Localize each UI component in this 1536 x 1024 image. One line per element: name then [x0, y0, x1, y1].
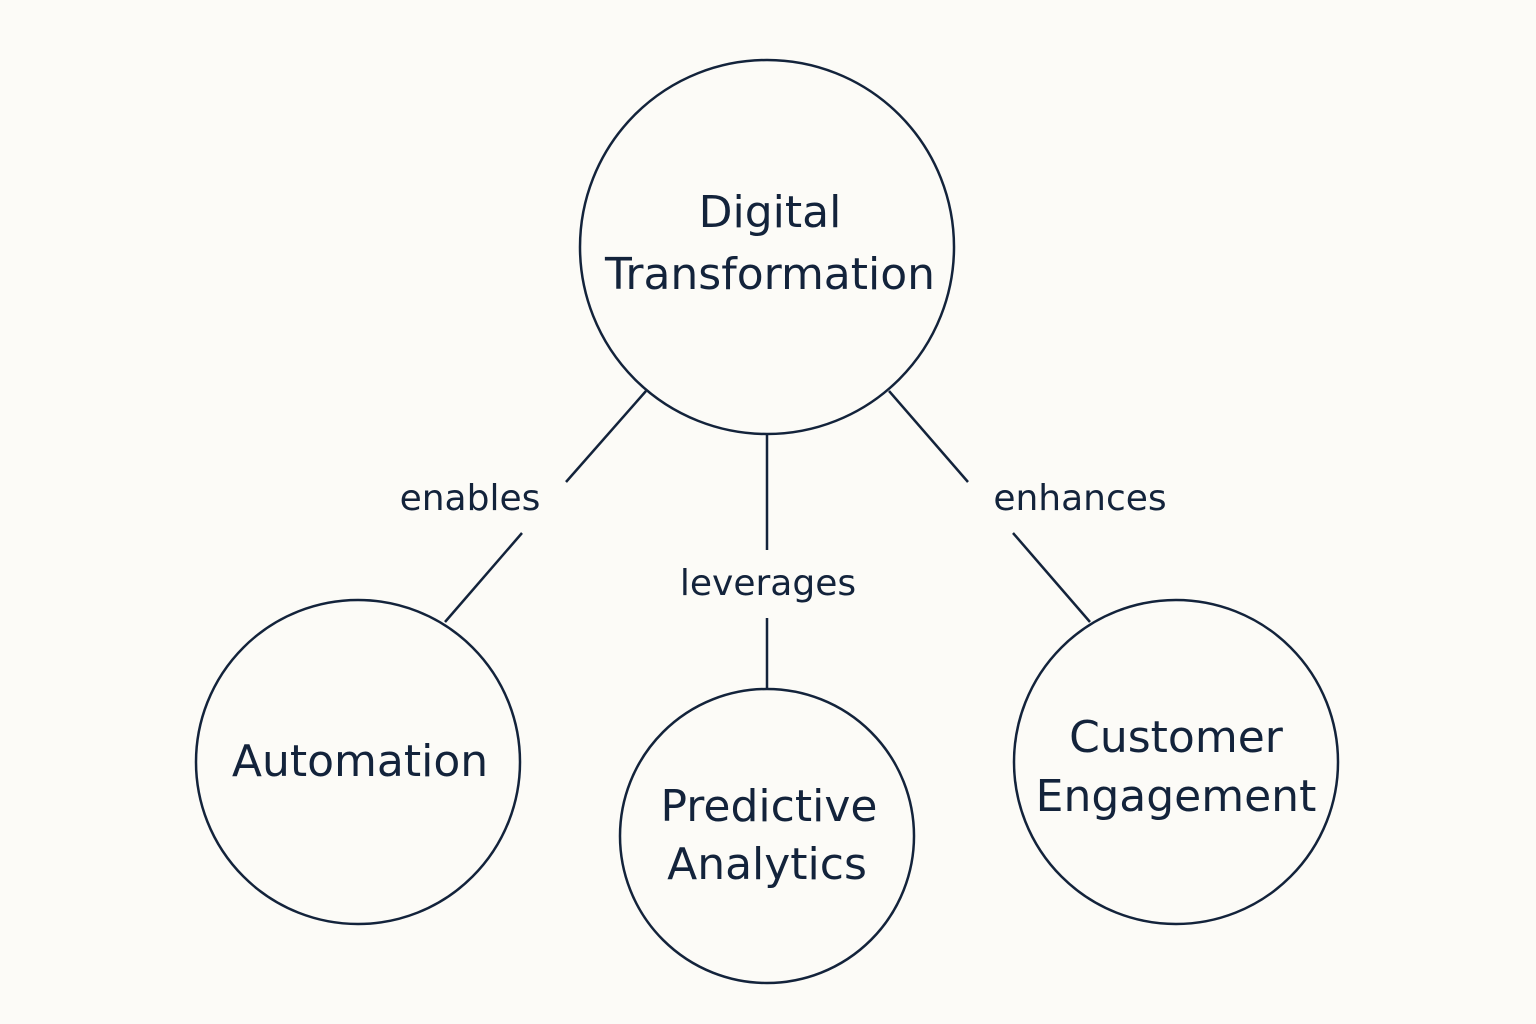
node-circle	[578, 58, 956, 436]
node-circle	[194, 598, 522, 926]
node-predictive-analytics: Predictive Analytics	[618, 687, 916, 985]
node-circle	[1012, 598, 1340, 926]
node-automation: Automation	[194, 598, 522, 926]
edge-enhances-lower	[1012, 532, 1091, 623]
node-label-line2: Transformation	[604, 249, 935, 300]
node-circle	[618, 687, 916, 985]
edge-enables-lower	[444, 532, 523, 623]
node-customer-engagement: Customer Engagement	[1012, 598, 1340, 926]
edge-enhances-upper	[888, 390, 969, 483]
node-label-line1: Customer	[1069, 712, 1284, 763]
edge-label-enhances: enhances	[993, 478, 1166, 519]
edge-label-enables: enables	[400, 478, 541, 519]
node-label-line1: Predictive	[661, 781, 878, 832]
node-digital-transformation: Digital Transformation	[578, 58, 956, 436]
edge-label-leverages: leverages	[680, 563, 856, 604]
edge-enables-upper	[565, 390, 647, 483]
node-label-line1: Digital	[699, 187, 842, 238]
node-label-line2: Analytics	[667, 839, 867, 890]
node-label-line1: Automation	[232, 736, 488, 787]
node-label-line2: Engagement	[1036, 771, 1317, 822]
